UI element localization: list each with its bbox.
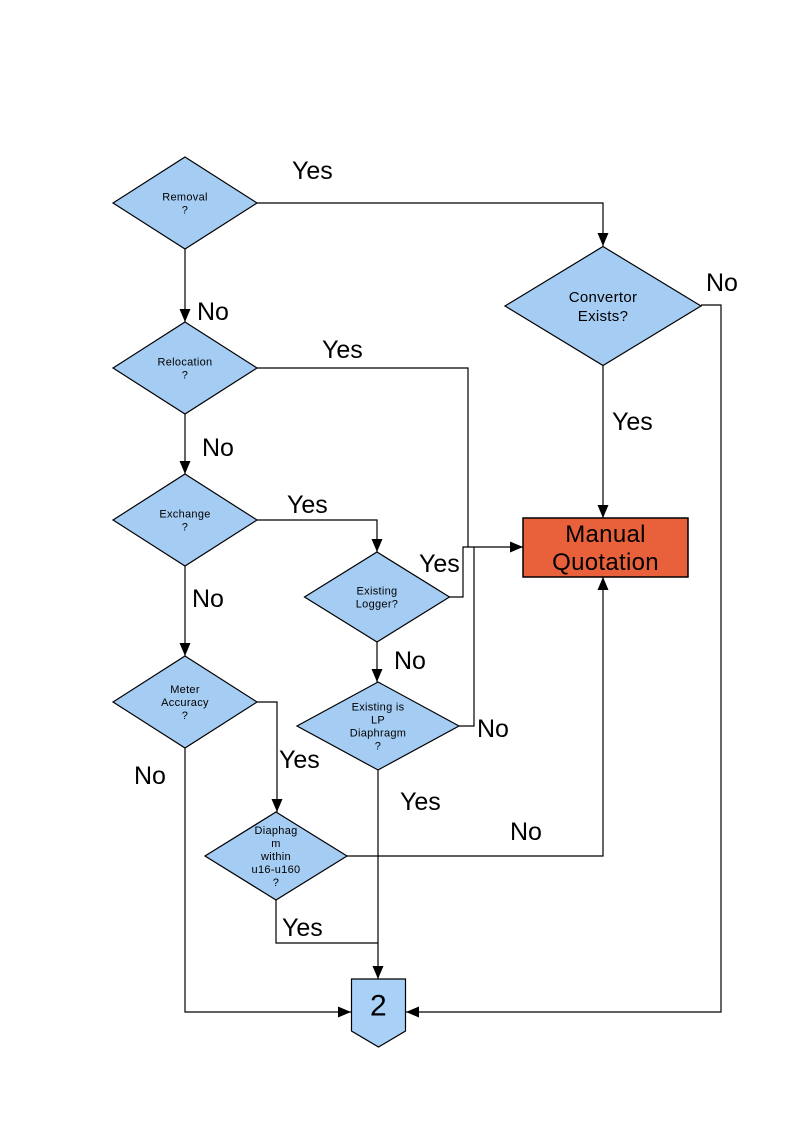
edge-convertor-no — [406, 304, 722, 1013]
edge-relocation-yes — [257, 367, 523, 548]
node-connector-2: 2 — [350, 978, 407, 1048]
offpage-connector-pentagon — [350, 978, 407, 1048]
decision-diamond — [111, 655, 259, 749]
edge-exchange-yes — [257, 519, 378, 552]
edge-label-meter-accuracy-no: No — [134, 762, 166, 790]
node-label-line: m — [271, 838, 280, 850]
decision-diamond — [503, 245, 703, 367]
node-removal: Removal? — [111, 156, 259, 250]
decision-diamond — [203, 811, 349, 901]
edge-label-existing-logger-no: No — [394, 647, 426, 675]
node-label-line: Existing — [357, 585, 398, 597]
decision-diamond — [303, 551, 451, 643]
node-label-line: ? — [273, 877, 279, 889]
edge-label-relocation-yes: Yes — [322, 336, 363, 364]
edge-lp-diaphragm-no — [459, 547, 475, 727]
edge-label-relocation-no: No — [202, 434, 234, 462]
node-label-relocation: Relocation? — [158, 356, 213, 381]
node-relocation: Relocation? — [111, 321, 259, 415]
node-label-line: Meter — [170, 684, 200, 696]
edge-meter-accuracy-no — [184, 748, 351, 1013]
edge-diaphragm-within-yes — [275, 900, 378, 944]
node-label-removal: Removal? — [162, 191, 208, 216]
arrowhead-removal-no — [179, 309, 191, 322]
node-label-line: within — [260, 851, 291, 863]
node-label-line: ? — [182, 710, 188, 722]
node-label-line: LP — [371, 714, 385, 726]
node-label-line: Manual — [565, 521, 646, 548]
arrowhead-exchange-yes — [371, 539, 383, 552]
edge-existing-logger-yes — [449, 546, 468, 598]
edge-label-diaphragm-within-no: No — [510, 818, 542, 846]
node-label-line: Accuracy — [161, 697, 209, 709]
arrowhead-diaphragm-within-no — [597, 577, 609, 590]
node-label-line: Quotation — [552, 549, 659, 576]
node-label-line: ? — [182, 521, 188, 533]
edge-label-existing-logger-yes: Yes — [419, 550, 460, 578]
decision-diamond — [111, 321, 259, 415]
arrowhead-relocation-no — [179, 461, 191, 474]
decision-diamond — [295, 681, 461, 771]
node-label-line: Relocation — [158, 356, 213, 368]
node-label-line: Existing is — [352, 701, 405, 713]
edge-label-convertor-no: No — [706, 269, 738, 297]
node-label-exchange: Exchange? — [159, 508, 210, 533]
edge-label-convertor-yes: Yes — [612, 408, 653, 436]
arrowhead-relocation-yes — [510, 541, 523, 553]
edge-label-exchange-no: No — [192, 585, 224, 613]
node-label-line: 2 — [370, 989, 387, 1022]
arrowhead-convertor-no — [406, 1006, 419, 1018]
decision-diamond — [111, 156, 259, 250]
edge-diaphragm-within-no — [347, 577, 604, 857]
node-label-line: ? — [375, 740, 381, 752]
node-label-line: Diaphragm — [350, 727, 407, 739]
decision-diamond — [111, 473, 259, 567]
edge-label-diaphragm-within-yes: Yes — [282, 914, 323, 942]
edge-label-exchange-yes: Yes — [287, 491, 328, 519]
arrowhead-meter-accuracy-yes — [271, 799, 283, 812]
node-label-connector-2: 2 — [370, 989, 387, 1022]
edge-label-removal-yes: Yes — [292, 157, 333, 185]
arrowhead-lp-diaphragm-yes — [372, 966, 384, 979]
node-exchange: Exchange? — [111, 473, 259, 567]
arrowhead-meter-accuracy-no — [338, 1006, 351, 1018]
edge-meter-accuracy-yes — [257, 701, 278, 812]
arrowhead-exchange-no — [179, 643, 191, 656]
node-label-line: ? — [182, 204, 188, 216]
node-label-line: Logger? — [356, 598, 398, 610]
edge-removal-yes — [257, 202, 604, 246]
arrowhead-removal-yes — [597, 233, 609, 246]
process-box — [522, 517, 689, 578]
edge-label-lp-diaphragm-no: No — [477, 715, 509, 743]
node-label-line: ? — [182, 369, 188, 381]
node-label-line: u16-u160 — [252, 864, 301, 876]
edge-label-meter-accuracy-yes: Yes — [279, 746, 320, 774]
edge-label-lp-diaphragm-yes: Yes — [400, 788, 441, 816]
edge-label-removal-no: No — [197, 298, 229, 326]
node-label-line: Exists? — [578, 308, 628, 325]
arrowhead-convertor-yes — [597, 505, 609, 518]
node-label-line: Convertor — [569, 289, 638, 306]
arrowhead-existing-logger-no — [371, 669, 383, 682]
node-label-line: Diaphag — [254, 825, 297, 837]
node-label-line: Removal — [162, 191, 208, 203]
node-label-line: Exchange — [159, 508, 210, 520]
